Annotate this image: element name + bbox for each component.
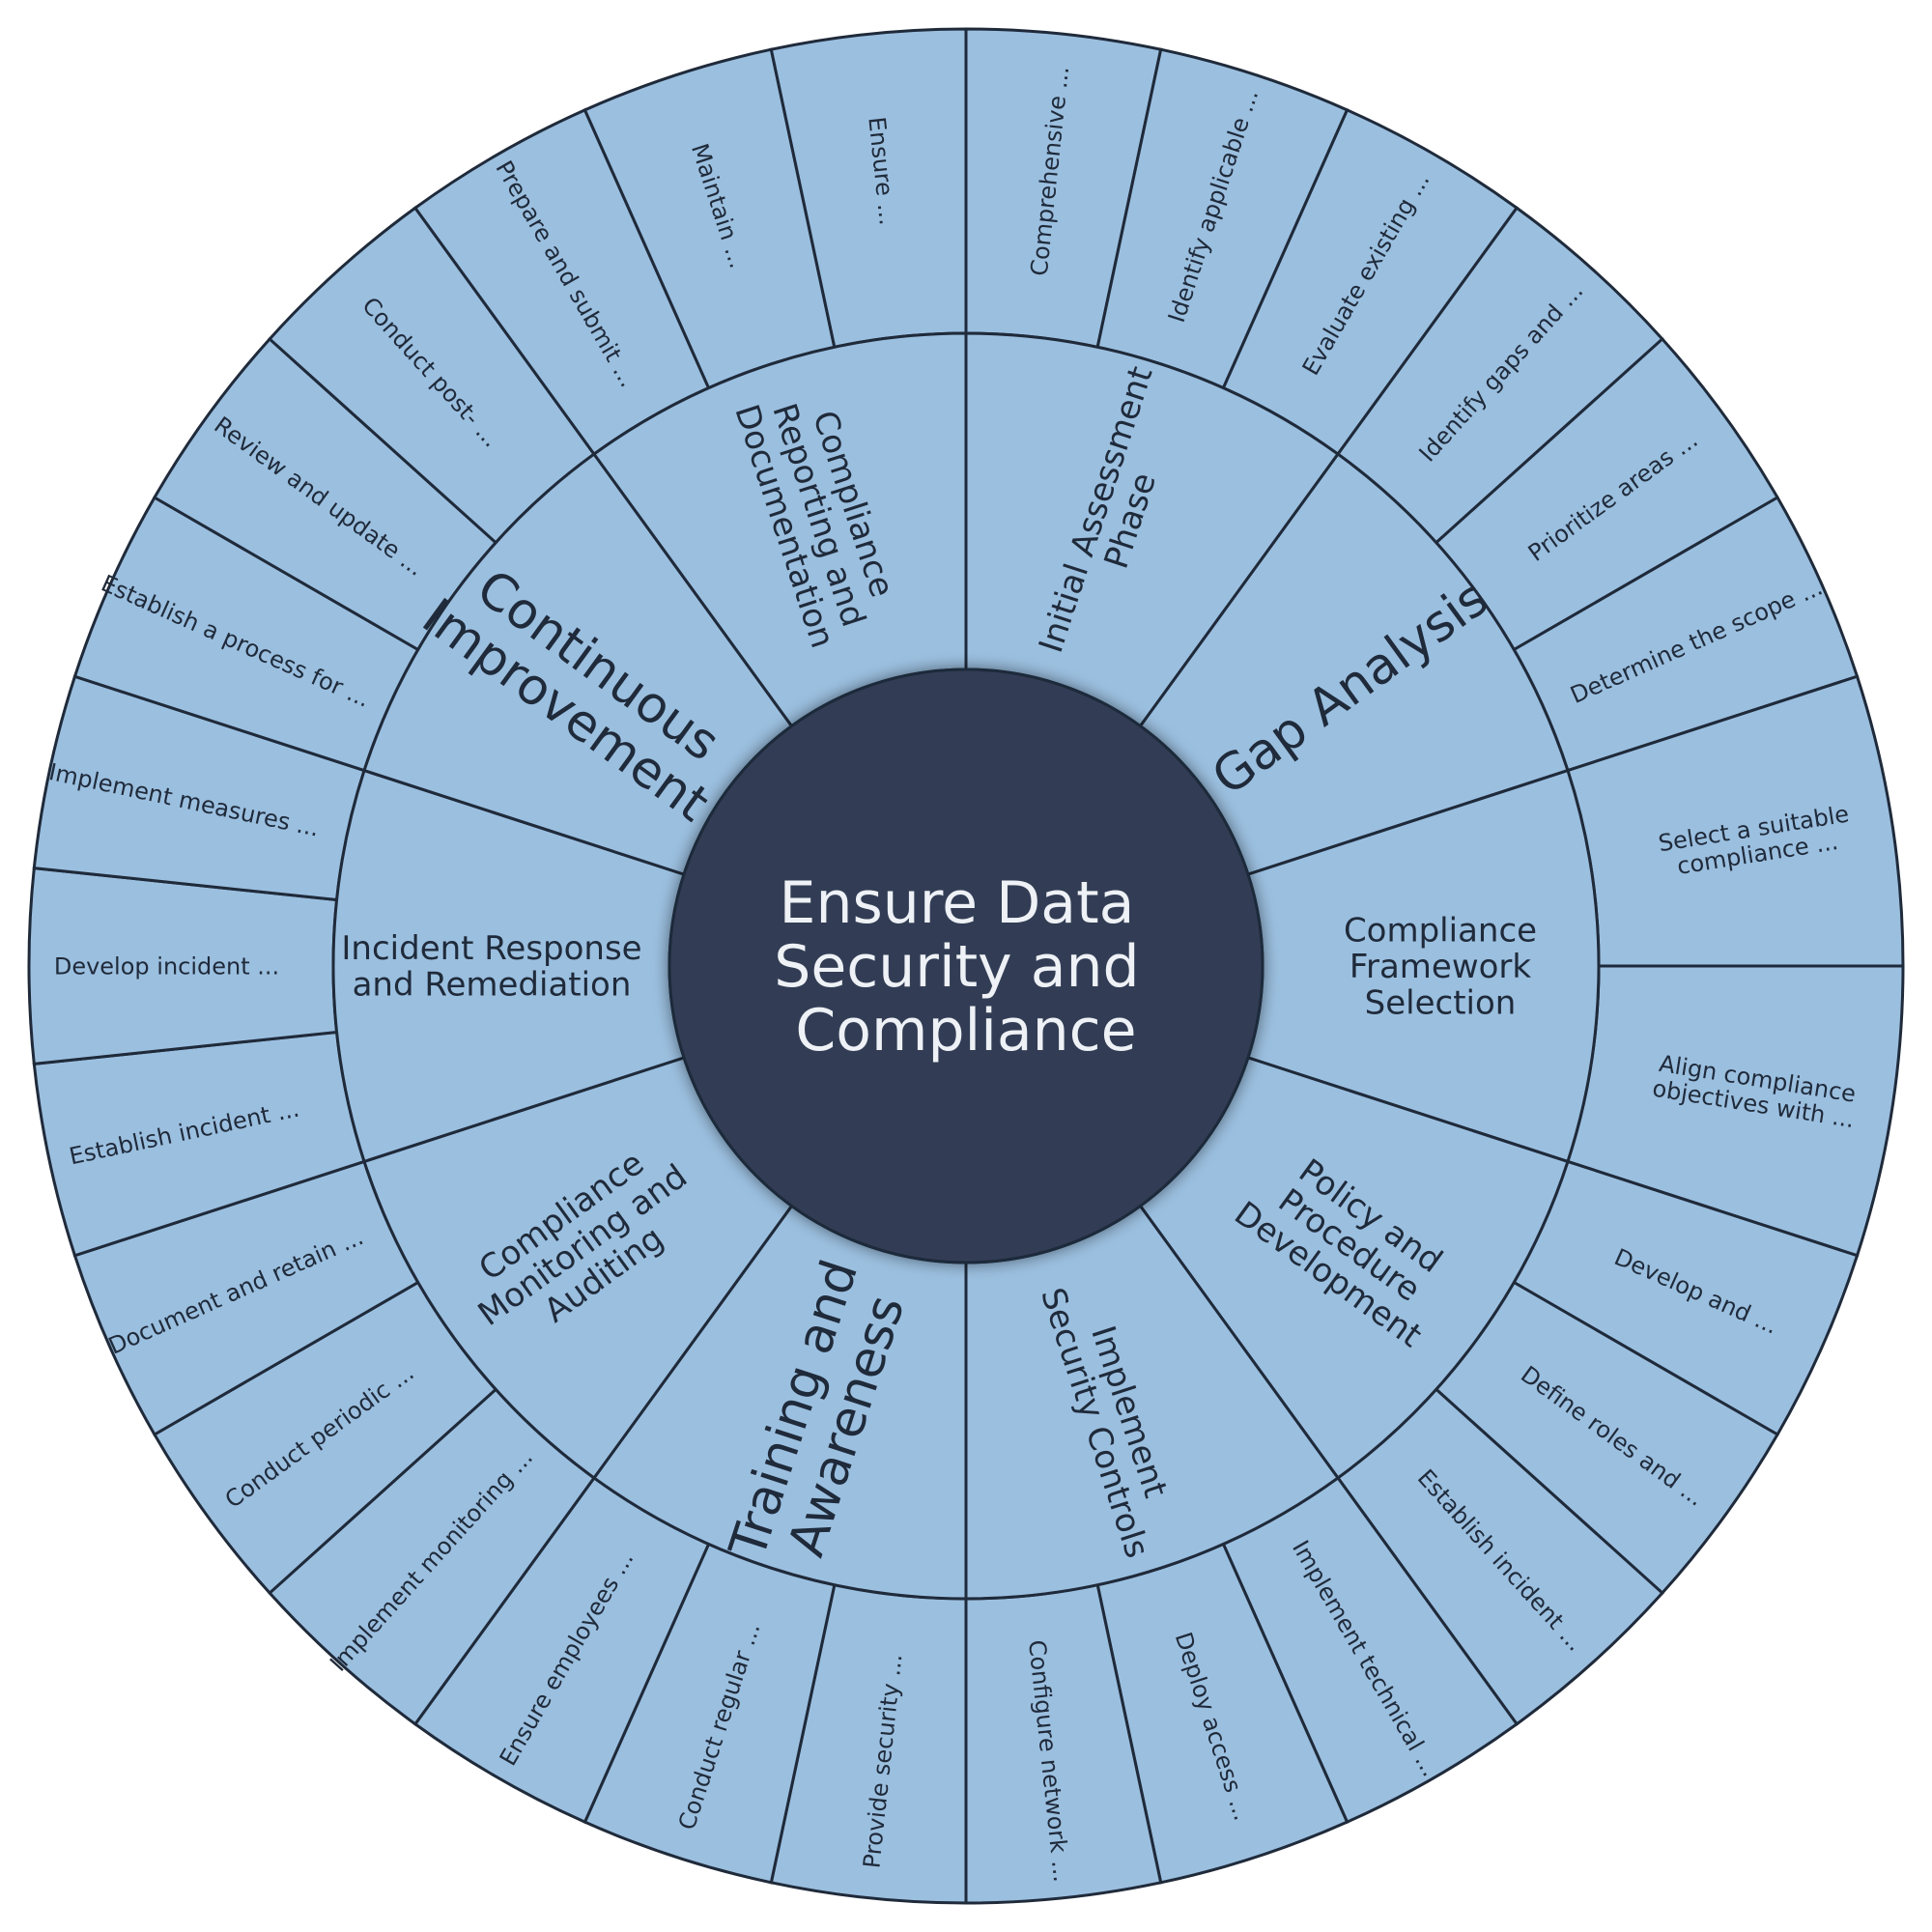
- center-label-line: Compliance: [795, 997, 1136, 1065]
- leaf-segment[interactable]: Implement measures ...: [32, 674, 366, 902]
- center-circle: [668, 668, 1264, 1264]
- leaf-segment[interactable]: Ensure ...: [769, 27, 968, 350]
- category-segment[interactable]: ComplianceReporting andDocumentation: [591, 331, 968, 728]
- leaf-segment[interactable]: Identify applicable ...: [1095, 47, 1350, 390]
- leaf-label: Develop incident ...: [54, 952, 279, 980]
- center-label-line: Security and: [774, 933, 1139, 1001]
- leaf-segment[interactable]: Align complianceobjectives with ...: [1566, 964, 1905, 1258]
- category-segment[interactable]: Training andAwareness: [591, 1204, 968, 1601]
- leaf-segment[interactable]: Document and retain ...: [72, 1159, 420, 1437]
- leaf-segment[interactable]: Establish incident ...: [32, 1030, 366, 1258]
- leaf-segment[interactable]: Conduct post- ...: [268, 206, 597, 545]
- leaf-label-line: Develop incident ...: [54, 952, 279, 980]
- leaf-segment[interactable]: Comprehensive ...: [964, 27, 1163, 350]
- category-segment[interactable]: ImplementSecurity Controls: [964, 1204, 1341, 1601]
- category-segment[interactable]: Policy andProcedureDevelopment: [1138, 1055, 1570, 1481]
- center-node: Ensure Data Security and Compliance: [668, 668, 1264, 1264]
- center-label-line: Ensure Data: [780, 869, 1135, 937]
- category-segment[interactable]: ContinuousImprovement: [362, 451, 794, 877]
- leaf-segment[interactable]: Provide security ...: [769, 1582, 968, 1905]
- category-segment[interactable]: Initial AssessmentPhase: [964, 331, 1341, 728]
- category-label-line: Incident Response: [341, 929, 641, 968]
- leaf-segment[interactable]: Ensure employees ...: [412, 1475, 711, 1825]
- leaf-segment[interactable]: Determine the scope ...: [1512, 495, 1860, 773]
- category-label-line: Selection: [1365, 983, 1517, 1022]
- leaf-segment[interactable]: Define roles and ...: [1434, 1280, 1780, 1596]
- leaf-segment[interactable]: Deploy access ...: [1095, 1542, 1350, 1885]
- category-label-line: and Remediation: [353, 966, 632, 1005]
- category-label-line: Compliance: [1344, 912, 1537, 951]
- outer-ring: Comprehensive ...Identify applicable ...…: [27, 27, 1905, 1905]
- center-label: Ensure Data Security and Compliance: [774, 869, 1157, 1065]
- category-label-line: Framework: [1350, 948, 1532, 986]
- leaf-segment[interactable]: Establish a process for ...: [72, 495, 420, 773]
- leaf-segment[interactable]: Develop incident ...: [27, 866, 339, 1066]
- leaf-segment[interactable]: Maintain ...: [582, 47, 837, 390]
